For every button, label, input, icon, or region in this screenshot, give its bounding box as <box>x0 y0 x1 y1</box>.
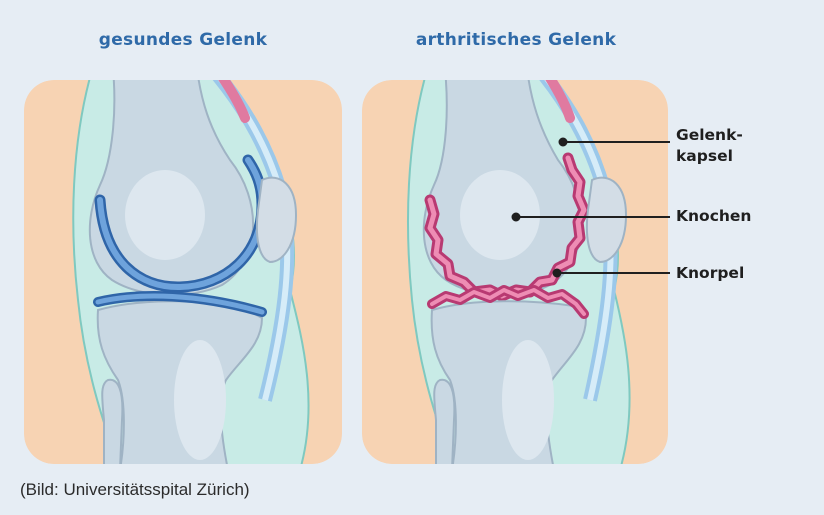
label-gelenkkapsel-line1: Gelenk- <box>676 125 743 146</box>
leader-dot-kapsel <box>560 139 567 146</box>
image-credit-caption: (Bild: Universitätsspital Zürich) <box>20 480 250 500</box>
leader-dot-knorpel <box>554 270 561 277</box>
arthritic-joint-panel <box>362 60 668 470</box>
fibula-right <box>434 380 454 470</box>
femur-highlight-left <box>125 170 205 260</box>
label-knorpel: Knorpel <box>676 263 744 284</box>
healthy-joint-panel <box>24 60 342 470</box>
femur-highlight-right <box>460 170 540 260</box>
label-gelenkkapsel: Gelenk- kapsel <box>676 125 743 167</box>
fibula-left <box>102 380 122 470</box>
label-knochen: Knochen <box>676 206 751 227</box>
label-gelenkkapsel-line2: kapsel <box>676 146 743 167</box>
leader-dot-knochen <box>513 214 520 221</box>
